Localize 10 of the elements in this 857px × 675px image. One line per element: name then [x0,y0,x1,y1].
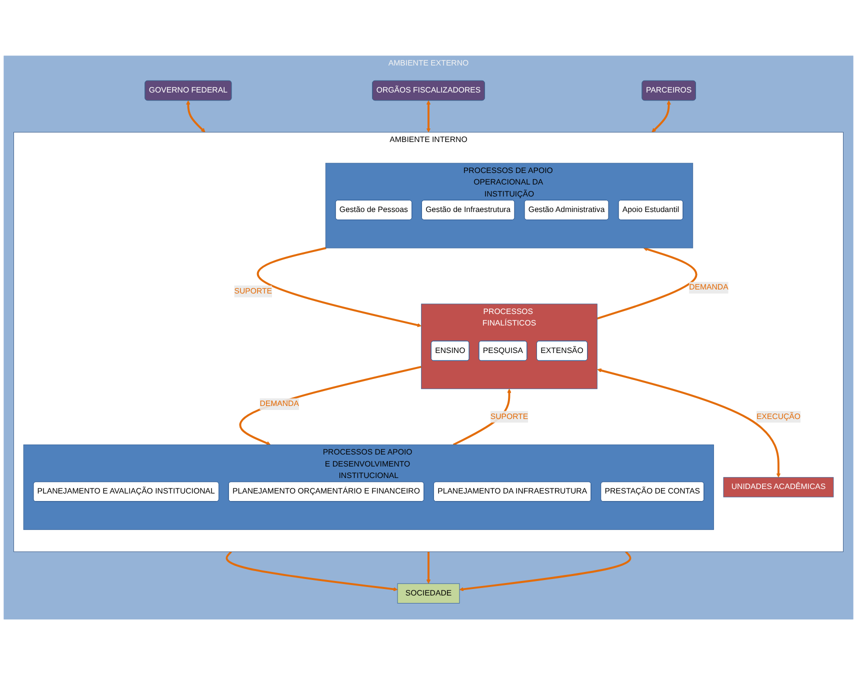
arrow [652,100,671,132]
arrow [186,100,206,132]
arrow [239,366,422,446]
arrow [597,368,781,478]
arrow [226,550,398,592]
arrow [257,247,422,328]
arrow [426,552,431,584]
arrow [596,247,698,320]
arrow [459,550,632,592]
arrow [426,100,431,132]
